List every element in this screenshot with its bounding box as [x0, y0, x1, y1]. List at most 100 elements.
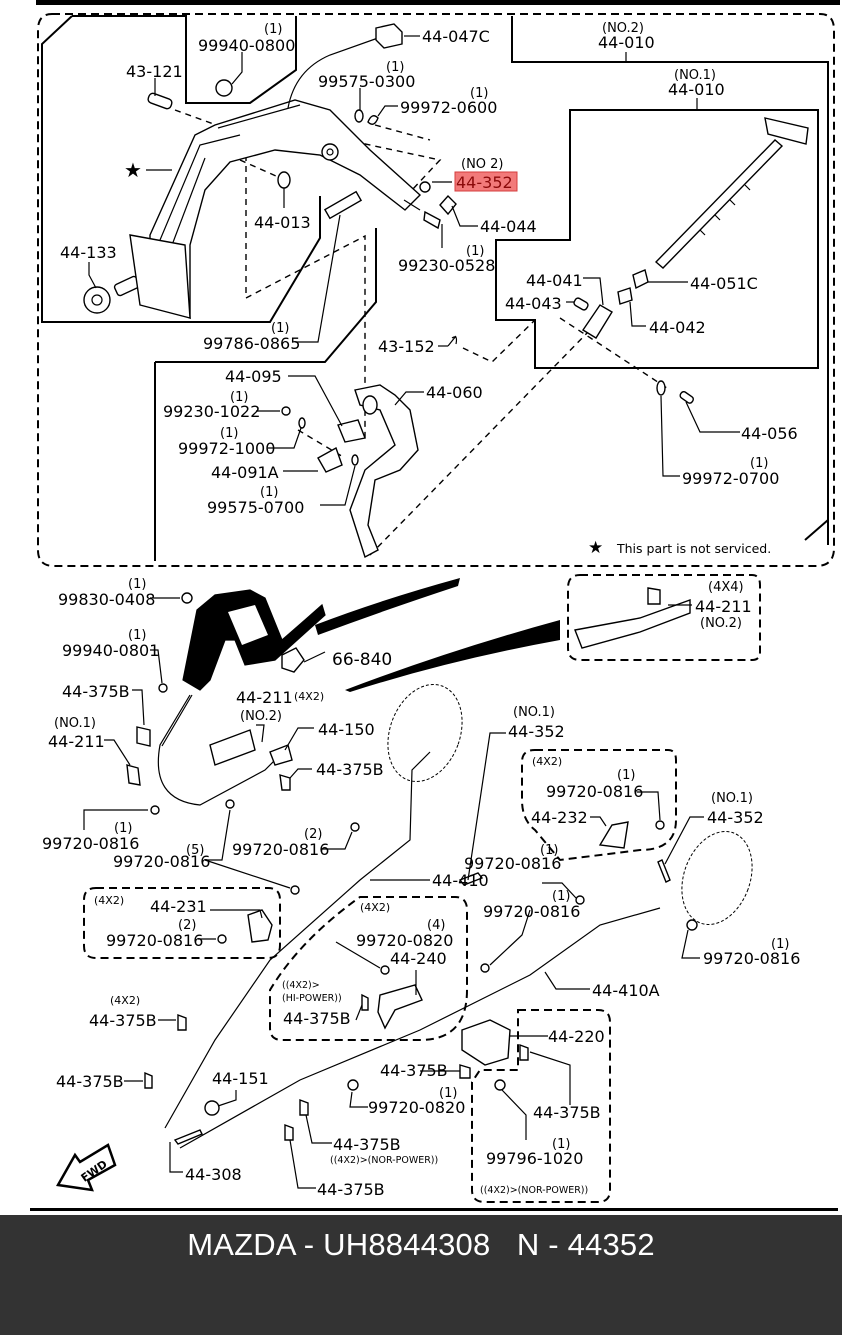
- switch-connector: [375, 23, 403, 49]
- part-label: 44-044: [480, 217, 537, 236]
- bracket-44-060: [349, 384, 419, 559]
- part-label: 99720-0816: [106, 931, 203, 950]
- leader-lines-upper: [88, 35, 740, 506]
- part-label: 99972-0700: [682, 469, 779, 488]
- spring-44-042: [617, 287, 633, 305]
- release-rod-44-010: [654, 117, 809, 269]
- star-icon: ★: [588, 538, 603, 558]
- variant-4x4-box: [567, 574, 761, 661]
- cable-44-410: [164, 751, 431, 1129]
- pin-43-121: [147, 92, 173, 110]
- variant-4x2-box-44-232: [521, 749, 677, 862]
- part-label: 99972-1000: [178, 439, 275, 458]
- spring-44-352-no1: [657, 859, 671, 883]
- qty-label: (NO.2): [700, 616, 742, 631]
- bushing-44-013: [277, 171, 291, 189]
- cable-44-410a: [179, 907, 661, 1149]
- part-label: 44-060: [426, 383, 483, 402]
- bolt-99796-1020: [494, 1079, 506, 1091]
- part-label: 44-013: [254, 213, 311, 232]
- part-label: 44-375B: [533, 1103, 601, 1122]
- not-serviced-note: This part is not serviced.: [616, 541, 771, 556]
- qty-label: (1): [617, 768, 635, 783]
- bolt-99720-0816: [575, 895, 585, 905]
- clip-44-375b: [361, 993, 369, 1011]
- bolt-99786-0865: [323, 190, 363, 220]
- qty-label: (1): [264, 22, 282, 37]
- part-label: 44-211: [695, 597, 752, 616]
- part-label: 44-375B: [62, 682, 130, 701]
- view-arrow: [315, 578, 460, 635]
- equalizer-44-150: [269, 744, 293, 766]
- guide-line: [374, 124, 431, 141]
- part-label: 44-308: [185, 1165, 242, 1184]
- part-label: 43-152: [378, 337, 435, 356]
- pin-44-043: [573, 297, 589, 311]
- part-label: 99972-0600: [400, 98, 497, 117]
- part-label: 99720-0816: [546, 782, 643, 801]
- guide-line: [369, 329, 591, 556]
- part-caption: MAZDA - UH8844308 N - 44352: [187, 1227, 655, 1262]
- bracket-outline-top: [155, 228, 377, 363]
- bracket-44-095: [337, 419, 366, 443]
- part-label: 44-240: [390, 949, 447, 968]
- part-label: 44-047C: [422, 27, 490, 46]
- qty-label: (1): [386, 60, 404, 75]
- qty-label: (5): [186, 843, 204, 858]
- part-caption-bar: MAZDA - UH8844308 N - 44352: [0, 1215, 842, 1335]
- part-label: 99720-0816: [703, 949, 800, 968]
- qty-label: (1): [552, 889, 570, 904]
- variant-label: (4X2): [294, 690, 324, 703]
- forward-arrow-icon: FWD: [56, 1143, 117, 1192]
- qty-label: (1): [750, 456, 768, 471]
- part-label: 99575-0700: [207, 498, 304, 517]
- part-label: 44-091A: [211, 463, 279, 482]
- part-label: 44-051C: [690, 274, 758, 293]
- switch-wire: [287, 37, 379, 109]
- spring-44-352-no1: [458, 872, 484, 886]
- qty-label: (1): [552, 1137, 570, 1152]
- highlighted-part-label[interactable]: 44-352: [456, 173, 513, 192]
- washer-99972-0700: [656, 380, 666, 396]
- spring-44-352-no2: [419, 181, 431, 193]
- front-cable: [157, 694, 281, 806]
- view-arrow: [345, 620, 560, 692]
- part-label: 44-043: [505, 294, 562, 313]
- bolt-99720-0820: [380, 965, 390, 975]
- part-label: 44-095: [225, 367, 282, 386]
- parts-diagram: (1) 99940-0800 44-047C 43-121 (1) 99575-…: [30, 0, 840, 1211]
- clip-43-152: [447, 335, 458, 347]
- bolt-99720-0816: [225, 799, 235, 809]
- part-label: 44-410A: [592, 981, 660, 1000]
- qty-label: (1): [220, 426, 238, 441]
- rear-drum-left: [387, 684, 463, 782]
- clip-44-375b: [136, 726, 151, 747]
- highlight-box: [454, 171, 518, 192]
- clip-44-375b: [519, 1043, 529, 1061]
- part-label: 99720-0816: [464, 854, 561, 873]
- bracket-44-232: [598, 821, 629, 849]
- screw-99230-0528: [423, 210, 441, 230]
- bracket-44-231: [247, 909, 273, 943]
- variant-label: (4X2): [110, 994, 140, 1007]
- part-label: 99575-0300: [318, 72, 415, 91]
- part-label: 44-211: [236, 688, 293, 707]
- part-label: 44-056: [741, 424, 798, 443]
- clip-44-375b: [279, 774, 291, 791]
- part-label: 44-133: [60, 243, 117, 262]
- part-label: 99230-0528: [398, 256, 495, 275]
- bottom-border: [30, 1208, 838, 1211]
- spring-44-308: [173, 1129, 203, 1145]
- grommet-44-151: [204, 1100, 220, 1116]
- qty-label: (1): [128, 628, 146, 643]
- lever-base-plate: [129, 234, 191, 319]
- nut-99940-0801: [158, 683, 168, 693]
- part-label: 99786-0865: [203, 334, 300, 353]
- variant-note: ((4X2)>: [282, 980, 320, 991]
- nut-99940-0800: [215, 79, 233, 97]
- washer-99972-1000: [298, 417, 306, 429]
- washer-99575-0700: [351, 454, 359, 466]
- part-label: 43-121: [126, 62, 183, 81]
- variant-note: (HI-POWER)): [282, 993, 342, 1004]
- variant-4x2-nor-power-box: [471, 1009, 611, 1203]
